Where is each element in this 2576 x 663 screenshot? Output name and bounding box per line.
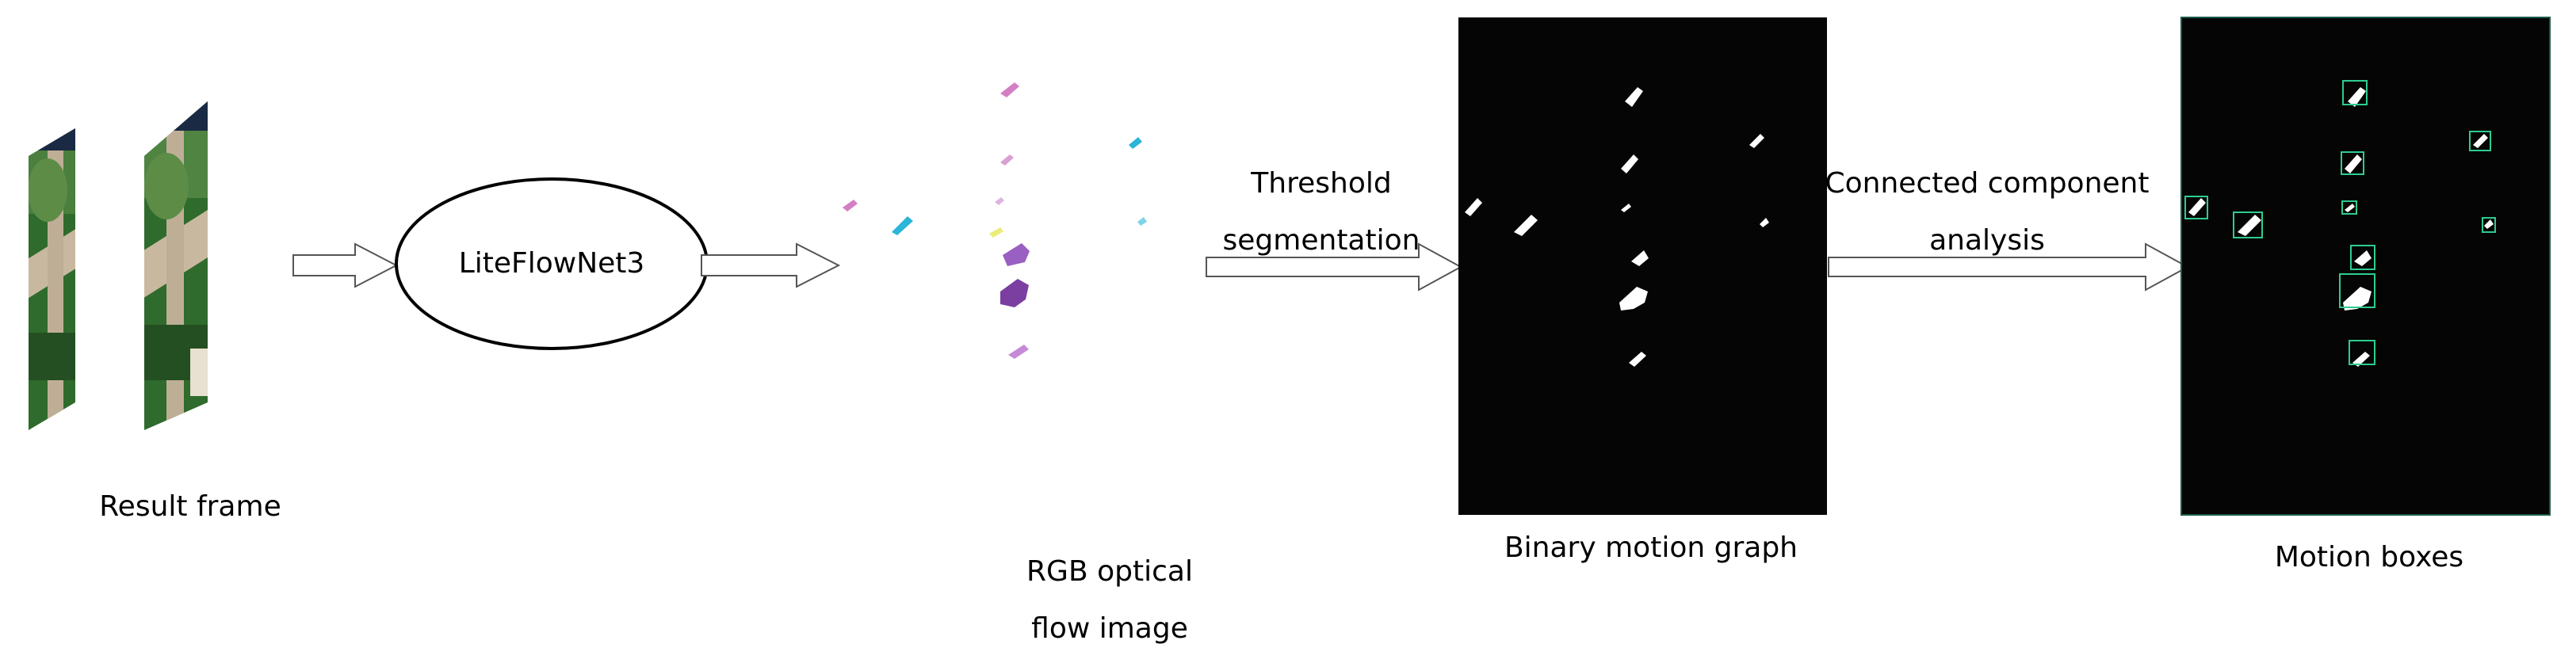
motion-bounding-boxes [2184, 80, 2496, 365]
connected-label-line2: analysis [1929, 224, 2045, 257]
rgb-flow-label-line1: RGB optical [1026, 555, 1193, 588]
result-frame-back [29, 128, 75, 430]
binary-motion-panel [1458, 17, 1827, 515]
arrow-threshold-segmentation [1206, 242, 1463, 291]
threshold-label-line2: segmentation [1222, 224, 1420, 257]
arrow-frames-to-net [292, 242, 399, 288]
binary-graph-label: Binary motion graph [1504, 532, 1798, 564]
motion-boxes-blobs [2188, 87, 2494, 367]
connected-label-line1: Connected component [1825, 167, 2150, 200]
motion-boxes-panel [2181, 17, 2550, 515]
rgb-flow-label-line2: flow image [1031, 612, 1188, 645]
motion-boxes-border [2180, 17, 2551, 516]
result-frame-front [144, 101, 208, 430]
rgb-flow-image [843, 82, 1147, 359]
threshold-label-line1: Threshold [1251, 167, 1392, 200]
liteflownet-label: LiteFlowNet3 [458, 247, 645, 280]
result-frame-label: Result frame [99, 490, 281, 523]
arrow-connected-component [1828, 242, 2190, 291]
motion-boxes-label: Motion boxes [2274, 541, 2464, 573]
arrow-net-to-flow [701, 242, 841, 288]
binary-motion-blobs [1465, 87, 1769, 367]
